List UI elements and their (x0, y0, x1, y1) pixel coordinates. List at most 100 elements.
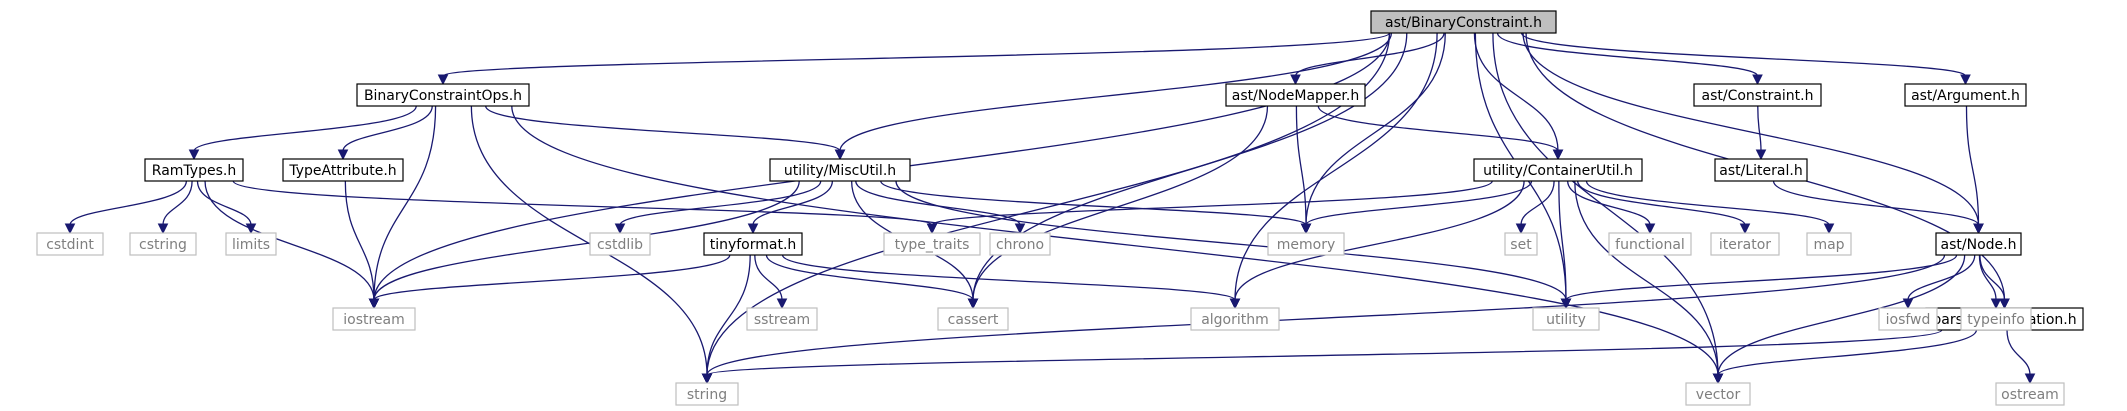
node-box (225, 232, 277, 256)
node-label: ast/Argument.h (1911, 88, 2020, 104)
edge-tinyformat-to-algorithm (781, 254, 1241, 310)
node-chrono: chrono (989, 232, 1051, 256)
node-algorithm: algorithm (1190, 307, 1280, 331)
node-ostream: ostream (1995, 382, 2065, 406)
node-tinyformat[interactable]: tinyformat.h (703, 232, 803, 256)
node-box (1714, 158, 1808, 182)
node-box (1995, 382, 2065, 406)
edge-binaryconstraint-to-argument (1520, 32, 1971, 86)
edge-tinyformat-to-sstream (754, 254, 788, 310)
edge-literal-to-node (1772, 180, 1984, 235)
edge-binaryconstraint-to-constraint (1496, 32, 1763, 86)
edge-containerutil-to-functional (1567, 180, 1656, 235)
edge-nodemapper-to-containerutil (1317, 105, 1564, 161)
node-binaryconstraint[interactable]: ast/BinaryConstraint.h (1370, 10, 1557, 34)
node-box (1608, 232, 1692, 256)
node-label: functional (1615, 237, 1685, 253)
node-box (703, 232, 803, 256)
node-label: iterator (1719, 237, 1771, 253)
node-vector: vector (1685, 382, 1751, 406)
node-cstdint: cstdint (36, 232, 104, 256)
edge-miscutil-to-tinyformat (747, 180, 834, 235)
node-box (1685, 382, 1751, 406)
node-label: ast/Node.h (1941, 237, 2017, 253)
node-label: TypeAttribute.h (288, 163, 396, 179)
node-label: iosfwd (1886, 312, 1931, 328)
edge-binaryconstraint-to-nodemapper (1290, 32, 1445, 86)
edge-binaryconstraintops-to-miscutil (485, 105, 846, 161)
node-nodemapper[interactable]: ast/NodeMapper.h (1225, 83, 1366, 107)
node-box (1504, 232, 1538, 256)
node-box (36, 232, 104, 256)
node-node[interactable]: ast/Node.h (1935, 232, 2022, 256)
node-constraint[interactable]: ast/Constraint.h (1693, 83, 1822, 107)
node-label: utility/ContainerUtil.h (1483, 163, 1633, 179)
node-box (282, 158, 404, 182)
node-box (332, 307, 416, 331)
node-box (883, 232, 981, 256)
edge-binaryconstraintops-to-typeattribute (337, 105, 433, 161)
edge-ramtypes-to-cstring (157, 180, 193, 235)
edge-containerutil-to-type_traits (926, 180, 1493, 235)
edge-binaryconstraint-to-algorithm (1229, 32, 1438, 310)
node-miscutil[interactable]: utility/MiscUtil.h (769, 158, 911, 182)
node-label: ast/BinaryConstraint.h (1385, 15, 1542, 31)
node-box (1904, 83, 2027, 107)
node-label: cassert (948, 312, 999, 328)
node-label: BinaryConstraintOps.h (364, 88, 522, 104)
node-typeattribute[interactable]: TypeAttribute.h (282, 158, 404, 182)
node-box (1473, 158, 1643, 182)
node-box (989, 232, 1051, 256)
edge-srclocation-to-vector (1712, 329, 1978, 385)
node-argument[interactable]: ast/Argument.h (1904, 83, 2027, 107)
node-cstring: cstring (129, 232, 197, 256)
node-label: cstdint (46, 237, 94, 253)
node-label: ast/Literal.h (1719, 163, 1802, 179)
node-containerutil[interactable]: utility/ContainerUtil.h (1473, 158, 1643, 182)
node-label: utility/MiscUtil.h (784, 163, 896, 179)
node-label: cstdlib (597, 237, 643, 253)
node-iosfwd: iosfwd (1878, 307, 1938, 331)
edge-node-to-srclocation (1979, 254, 2010, 310)
edge-typeattribute-to-iostream (344, 180, 380, 310)
edge-constraint-to-literal (1755, 105, 1767, 161)
node-sstream: sstream (746, 307, 818, 331)
edge-srclocation-to-ostream (2006, 329, 2036, 385)
edge-node-to-iosfwd (1902, 254, 1976, 310)
edge-miscutil-to-cstdlib (614, 180, 822, 235)
node-literal[interactable]: ast/Literal.h (1714, 158, 1808, 182)
node-utility: utility (1532, 307, 1600, 331)
edge-containerutil-to-set (1515, 180, 1555, 235)
node-ramtypes[interactable]: RamTypes.h (144, 158, 244, 182)
node-binaryconstraintops[interactable]: BinaryConstraintOps.h (356, 83, 530, 107)
edges-layer (64, 32, 2036, 385)
node-box (1190, 307, 1280, 331)
node-label: utility (1546, 312, 1586, 328)
node-box (1693, 83, 1822, 107)
node-box (1267, 232, 1345, 256)
node-label: cstring (139, 237, 187, 253)
node-set: set (1504, 232, 1538, 256)
node-label: type_traits (895, 237, 970, 253)
edge-tinyformat-to-iostream (368, 254, 731, 310)
edge-argument-to-node (1965, 105, 1984, 235)
node-label: chrono (996, 237, 1044, 253)
node-memory: memory (1267, 232, 1345, 256)
node-label: limits (232, 237, 270, 253)
node-box (356, 83, 530, 107)
node-box (1225, 83, 1366, 107)
edge-srclocation-to-string (701, 329, 1943, 385)
edge-nodemapper-to-cassert (967, 105, 1269, 310)
node-box (1806, 232, 1852, 256)
node-box (144, 158, 244, 182)
nodes-layer: ast/BinaryConstraint.hBinaryConstraintOp… (36, 10, 2084, 406)
node-label: vector (1696, 387, 1741, 403)
node-box (1935, 232, 2022, 256)
edge-ramtypes-to-cstdint (64, 180, 188, 235)
edge-containerutil-to-algorithm (1229, 180, 1525, 310)
node-cstdlib: cstdlib (589, 232, 651, 256)
node-label: string (687, 387, 727, 403)
node-label: tinyformat.h (710, 237, 797, 253)
node-box (1710, 232, 1780, 256)
node-functional: functional (1608, 232, 1692, 256)
